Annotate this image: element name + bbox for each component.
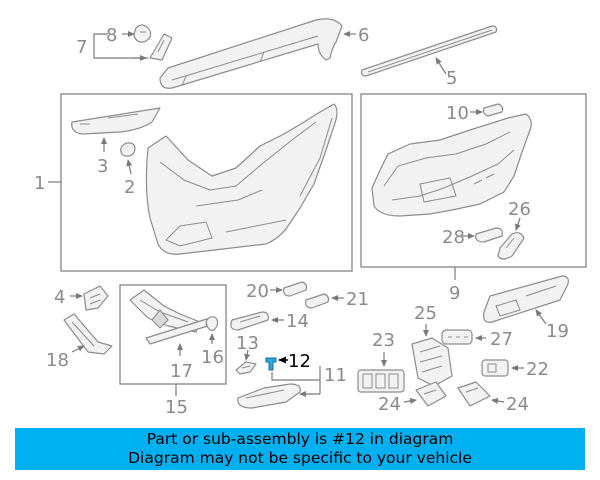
part-10-clip[interactable] <box>482 103 504 117</box>
callout-6: 6 <box>358 25 369 46</box>
callout-15: 15 <box>165 397 188 418</box>
leader-5 <box>435 57 447 75</box>
callout-12: 12 <box>288 351 311 372</box>
part-27-switch[interactable] <box>441 329 473 345</box>
part-14-armrest-pad[interactable] <box>230 311 269 331</box>
part-13-bracket[interactable] <box>235 361 257 375</box>
callout-10: 10 <box>446 103 469 124</box>
part-6-upper-garnish[interactable] <box>159 18 343 89</box>
callout-26: 26 <box>508 199 531 220</box>
part-26-handle-bezel[interactable] <box>497 232 525 260</box>
callout-16: 16 <box>201 347 224 368</box>
part-28-bezel[interactable] <box>475 227 503 243</box>
callout-24b: 24 <box>506 394 529 415</box>
group-box-15 <box>119 284 227 385</box>
part-4-switch[interactable] <box>83 285 109 311</box>
callout-8: 8 <box>106 25 117 46</box>
group-box-9 <box>360 93 587 268</box>
callout-14: 14 <box>286 311 309 332</box>
part-11-pull-handle[interactable] <box>237 383 301 409</box>
part-24-clip-left[interactable] <box>415 381 447 407</box>
part-19-armrest-bezel[interactable] <box>483 275 569 323</box>
part-2-clip[interactable] <box>120 142 136 157</box>
part-24-clip-right[interactable] <box>457 381 491 407</box>
callout-24a: 24 <box>378 394 401 415</box>
callout-25: 25 <box>414 303 437 324</box>
part-22-switch[interactable] <box>481 359 509 377</box>
callout-19: 19 <box>546 321 569 342</box>
part-21-handle[interactable] <box>305 293 330 309</box>
part-20-insert[interactable] <box>283 281 308 297</box>
leader-2 <box>126 159 133 175</box>
part-18-trim-piece[interactable] <box>63 313 113 355</box>
leader-13 <box>244 349 251 361</box>
callout-2: 2 <box>124 177 135 198</box>
callout-4: 4 <box>54 287 65 308</box>
callout-5: 5 <box>446 68 457 89</box>
callout-21: 21 <box>346 289 369 310</box>
part-7-bracket[interactable] <box>149 33 173 61</box>
callout-22: 22 <box>526 359 549 380</box>
callout-20: 20 <box>246 281 269 302</box>
callout-11: 11 <box>324 365 347 386</box>
callout-3: 3 <box>97 156 108 177</box>
part-8-clip[interactable] <box>133 24 152 43</box>
leader-24b <box>491 398 505 404</box>
part-1-front-door-trim[interactable] <box>145 103 338 255</box>
banner-line-2: Diagram may not be specific to your vehi… <box>128 449 472 467</box>
callout-9: 9 <box>449 283 460 304</box>
leader-18 <box>71 345 85 353</box>
callout-18: 18 <box>46 350 69 371</box>
callout-17: 17 <box>170 361 193 382</box>
part-16-clip[interactable] <box>205 316 219 331</box>
info-banner: Part or sub-assembly is #12 in diagram D… <box>15 428 585 470</box>
callout-23: 23 <box>372 330 395 351</box>
part-9-rear-door-trim[interactable] <box>371 113 532 217</box>
part-23-window-switch[interactable] <box>357 369 405 393</box>
leader-19 <box>535 309 547 325</box>
leader-26 <box>515 217 521 231</box>
callout-27: 27 <box>490 329 513 350</box>
banner-line-1: Part or sub-assembly is #12 in diagram <box>146 430 454 448</box>
part-25-switch-housing[interactable] <box>411 337 453 387</box>
part-12-fastener-highlighted[interactable] <box>265 357 277 371</box>
callout-1: 1 <box>34 173 45 194</box>
callout-7: 7 <box>76 37 87 58</box>
leader-7 <box>93 33 148 59</box>
part-5-belt-molding[interactable] <box>360 25 498 77</box>
leader-11 <box>271 366 321 394</box>
part-3-mirror-cover[interactable] <box>71 107 161 135</box>
callout-13: 13 <box>236 333 259 354</box>
leader-24a <box>403 398 417 404</box>
callout-28: 28 <box>442 227 465 248</box>
